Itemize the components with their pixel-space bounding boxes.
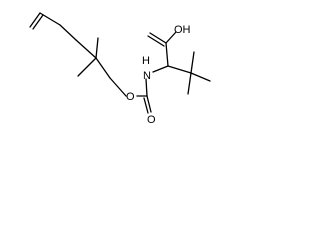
ester-o-label: O — [126, 91, 135, 103]
carboxyl-oh-label: OH — [174, 24, 191, 36]
bond-n-alpha — [152, 65, 169, 73]
carbonyl-o-label: O — [147, 114, 156, 126]
bond-carbonyl-n — [145, 78, 148, 97]
bond-ch2-o — [109, 77, 127, 97]
bond-alpha-tbu — [167, 65, 192, 74]
bond-vinyl-double-b — [32, 14, 44, 30]
bond-cooh-oh — [165, 31, 177, 44]
bond-chain-1 — [39, 12, 61, 26]
bond-quat-ch2 — [95, 57, 111, 79]
bond-quat-methyl-up — [95, 37, 99, 59]
amide-h-label: H — [142, 55, 150, 67]
amide-n-label: N — [143, 70, 151, 82]
bond-cooh-double-b — [147, 35, 165, 47]
bond-carbonyl-double-b — [143, 97, 149, 114]
bond-vinyl-double-a — [29, 12, 41, 28]
bond-tbu-methyl-right — [190, 72, 211, 82]
bond-carbonyl-double-a — [146, 95, 152, 113]
bond-tbu-methyl-down — [187, 72, 192, 95]
bond-chain-2 — [59, 24, 77, 41]
bond-cooh-double-a — [149, 32, 167, 44]
bond-alpha-cooh — [165, 42, 169, 67]
bond-quat-methyl-left — [77, 57, 97, 77]
bond-tbu-methyl-up — [190, 51, 195, 74]
molecule-diagram: OH H N O O — [29, 12, 211, 126]
bond-chain-3 — [75, 39, 97, 59]
